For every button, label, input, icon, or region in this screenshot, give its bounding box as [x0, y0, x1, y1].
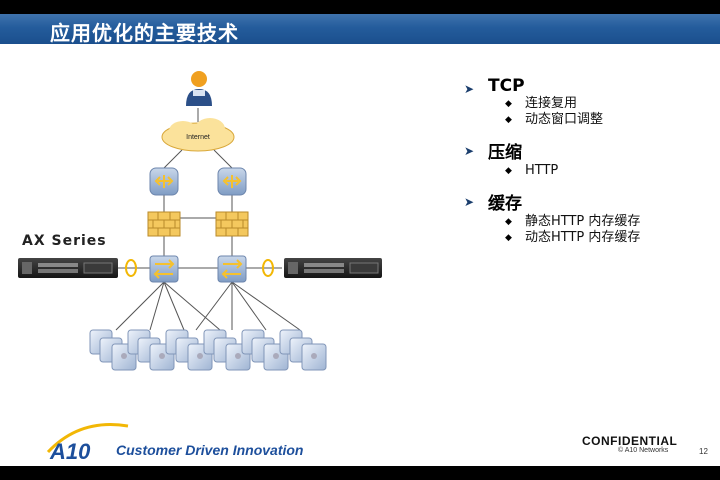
diamond-bullet-icon: ◆: [505, 99, 512, 109]
router-icon: [149, 167, 179, 196]
ax-appliance-icon: [18, 258, 118, 278]
diamond-bullet-icon: ◆: [505, 233, 512, 243]
page-number: 12: [699, 447, 708, 456]
firewall-icon: [215, 211, 249, 237]
diamond-bullet-icon: ◆: [505, 115, 512, 125]
server-icon: [301, 343, 327, 371]
title-bar: 应用优化的主要技术: [0, 14, 720, 45]
a10-logo: A10: [46, 422, 129, 464]
confidential-label: CONFIDENTIAL: [582, 434, 678, 448]
arrow-bullet-icon: ➤: [464, 82, 475, 96]
ax-appliance-icon: [284, 258, 382, 278]
cloud-label: Internet: [186, 134, 210, 141]
bullet-item: 动态窗口调整: [525, 112, 604, 127]
copyright: © A10 Networks: [618, 447, 669, 454]
slogan: Customer Driven Innovation: [116, 442, 304, 458]
user-icon: [186, 71, 212, 106]
link-ring-icon: [125, 259, 137, 277]
connection-lines: [115, 108, 301, 331]
bullet-heading: 压缩: [488, 143, 522, 163]
arrow-bullet-icon: ➤: [464, 195, 475, 209]
internet-cloud-icon: Internet: [161, 118, 235, 152]
logo-text: A10: [49, 439, 91, 464]
server-cluster: [89, 329, 327, 371]
slide-title: 应用优化的主要技术: [50, 21, 239, 45]
bullet-list: ➤ TCP ◆ 连接复用 ◆ 动态窗口调整 ➤ 压缩 ◆ HTTP ➤ 缓存 ◆ 静态H…: [464, 76, 704, 256]
top-black-bar: [0, 0, 720, 14]
firewall-icon: [147, 211, 181, 237]
diamond-bullet-icon: ◆: [505, 166, 512, 176]
bullet-item: 连接复用: [525, 96, 578, 111]
product-label: AX Series: [22, 233, 107, 249]
bullet-item: 静态HTTP 内存缓存: [525, 214, 641, 229]
switch-icon: [217, 255, 247, 283]
bullet-group: ➤ TCP ◆ 连接复用 ◆ 动态窗口调整: [464, 76, 704, 128]
bullet-heading: 缓存: [488, 194, 522, 214]
bullet-heading: TCP: [488, 76, 525, 96]
router-icon: [217, 167, 247, 196]
switch-icon: [149, 255, 179, 283]
bottom-black-bar: [0, 466, 720, 480]
bullet-group: ➤ 压缩 ◆ HTTP: [464, 138, 704, 179]
bullet-item: 动态HTTP 内存缓存: [525, 230, 641, 245]
bullet-item: HTTP: [525, 163, 559, 178]
arrow-bullet-icon: ➤: [464, 144, 475, 158]
diamond-bullet-icon: ◆: [505, 217, 512, 227]
bullet-group: ➤ 缓存 ◆ 静态HTTP 内存缓存 ◆ 动态HTTP 内存缓存: [464, 189, 704, 246]
link-ring-icon: [262, 259, 274, 277]
